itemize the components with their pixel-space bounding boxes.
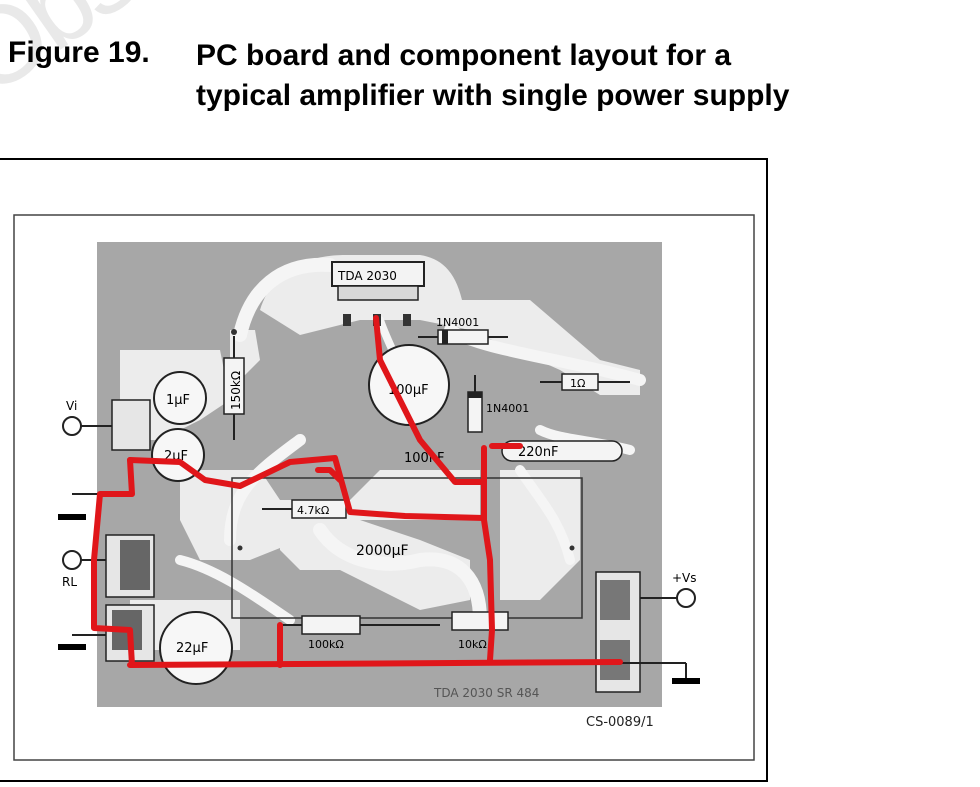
mirror-text: TDA 2030 SR 484: [433, 686, 539, 700]
cap-220nf: 220nF: [501, 440, 623, 462]
diode-top: 1N4001: [418, 316, 508, 345]
diode-mid: 1N4001: [467, 375, 529, 433]
cap-1uf: 1μF: [153, 371, 207, 425]
cap-22uf: 22μF: [159, 611, 233, 685]
res-10k-label: 10kΩ: [458, 638, 487, 651]
ground-symbols: [58, 514, 700, 684]
vs-label: +Vs: [672, 571, 697, 585]
res-1ohm: 1Ω: [540, 373, 630, 391]
cap-22uf-label: 22μF: [176, 641, 208, 656]
inner-region: [231, 477, 583, 619]
figure-title: PC board and component layout for a typi…: [196, 39, 790, 112]
rl-label: RL: [62, 575, 77, 589]
diode-top-label: 1N4001: [436, 316, 479, 329]
res-1ohm-label: 1Ω: [570, 377, 585, 390]
res-4k7: 4.7kΩ: [262, 499, 347, 519]
vi-label: Vi: [66, 399, 77, 413]
right-terminal: [595, 571, 641, 693]
ground-trace-highlight: [91, 315, 623, 668]
cap-220nf-label: 220nF: [518, 445, 559, 460]
res-100k-label: 100kΩ: [308, 638, 344, 651]
diode-mid-label: 1N4001: [486, 402, 529, 415]
figure-label: Figure 19.: [8, 36, 150, 69]
inner-frame: [13, 214, 755, 761]
res-150k: 150kΩ: [223, 336, 245, 440]
component-dots: [231, 329, 575, 551]
cap-2000uf-label: 2000μF: [356, 543, 409, 559]
ic-label: TDA 2030: [337, 269, 397, 283]
res-150k-label: 150kΩ: [229, 371, 243, 410]
cap-1uf-label: 1μF: [166, 393, 190, 408]
external-connections: [62, 416, 696, 680]
board-code: CS-0089/1: [586, 715, 654, 730]
res-100k: 100kΩ: [282, 615, 440, 651]
res-4k7-label: 4.7kΩ: [297, 504, 329, 517]
